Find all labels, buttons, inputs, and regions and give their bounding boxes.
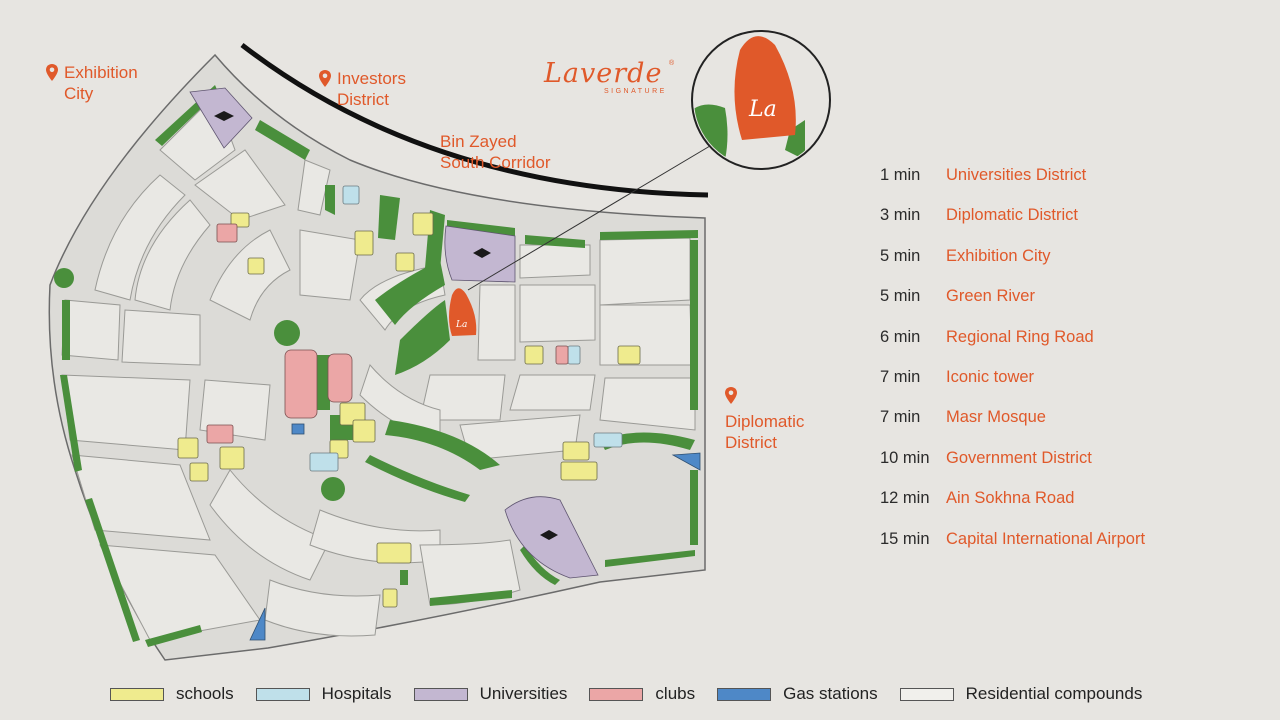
legend-item-schools: schools (110, 684, 234, 704)
place-bin-zayed-corridor: Bin Zayed South Corridor (440, 131, 551, 173)
travel-time-row: 7 min Masr Mosque (880, 408, 1145, 448)
legend-label: Gas stations (783, 684, 878, 703)
place-label-line: Exhibition (64, 63, 138, 82)
place-diplomatic-district: Diplomatic District (725, 387, 805, 453)
travel-destination: Iconic tower (946, 367, 1035, 386)
travel-destination: Diplomatic District (946, 206, 1079, 225)
legend-swatch (899, 687, 954, 701)
zoom-marker-label: La (749, 97, 777, 122)
legend-label: Universities (479, 684, 568, 703)
travel-destination: Capital International Airport (946, 529, 1146, 548)
gas-stations (249, 423, 701, 641)
travel-time: 5 min (880, 287, 921, 306)
place-label-line: Bin Zayed (440, 132, 517, 151)
legend-item-clubs: clubs (589, 684, 695, 704)
legend-swatch (717, 687, 772, 701)
travel-time: 1 min (880, 166, 921, 184)
laverde-logo: Laverde ® SIGNATURE (540, 58, 680, 100)
travel-time: 7 min (880, 367, 921, 386)
place-label-line: District (337, 90, 389, 109)
travel-time-row: 5 min Green River (880, 287, 1145, 327)
legend-item-residential-compounds: Residential compounds (899, 684, 1143, 704)
laverde-plot (449, 288, 477, 336)
travel-time: 3 min (880, 206, 921, 225)
travel-time-row: 6 min Regional Ring Road (880, 328, 1145, 368)
legend-item-hospitals: Hospitals (255, 684, 392, 704)
travel-times-list: 1 min Universities District 3 min Diplomat… (880, 166, 1145, 570)
place-exhibition-city: Exhibition City (46, 62, 138, 104)
corridor-road (240, 43, 709, 198)
travel-time-row: 5 min Exhibition City (880, 247, 1145, 287)
clubs (206, 223, 569, 444)
legend-label: Residential compounds (965, 684, 1143, 703)
legend-swatch (255, 687, 310, 701)
legend-item-universities: Universities (413, 684, 568, 704)
travel-time: 15 min (880, 529, 930, 548)
travel-time: 5 min (880, 246, 921, 265)
legend-label: Hospitals (321, 684, 392, 703)
location-pin-icon (46, 64, 58, 81)
brand-name: Laverde (544, 58, 663, 89)
legend-item-gas-stations: Gas stations (717, 684, 878, 704)
zoom-detail (691, 30, 831, 170)
legend-swatch (110, 687, 164, 701)
place-label-line: District (725, 433, 777, 452)
travel-time: 6 min (880, 327, 921, 346)
place-label-line: Investors (337, 69, 406, 88)
travel-destination: Green River (946, 287, 1035, 306)
brand-subtitle: SIGNATURE (604, 88, 667, 95)
travel-destination: Regional Ring Road (946, 327, 1094, 346)
travel-time-row: 3 min Diplomatic District (880, 206, 1145, 246)
legend-label: clubs (655, 684, 696, 703)
registered-mark: ® (669, 60, 675, 67)
university-icons (214, 111, 558, 540)
place-investors-district: Investors District (319, 68, 406, 110)
legend-swatch (413, 687, 468, 701)
legend-label: schools (176, 684, 234, 703)
travel-destination: Government District (946, 448, 1092, 467)
travel-time-row: 7 min Iconic tower (880, 368, 1145, 408)
travel-time: 10 min (880, 448, 930, 467)
zoom-leader-line (467, 139, 721, 291)
hospitals (309, 185, 623, 472)
map-legend: schools Hospitals Universities clubs Gas… (110, 682, 1164, 706)
travel-destination: Exhibition City (946, 246, 1051, 265)
travel-time-row: 12 min Ain Sokhna Road (880, 489, 1145, 529)
place-label-line: City (64, 84, 94, 103)
travel-time-row: 15 min Capital International Airport (880, 530, 1145, 570)
place-label-line: Diplomatic (725, 412, 805, 431)
travel-time-row: 1 min Universities District (880, 166, 1145, 206)
travel-destination: Ain Sokhna Road (946, 489, 1075, 508)
residential-blocks (61, 94, 696, 641)
place-label-line: South Corridor (440, 153, 551, 172)
travel-time: 12 min (880, 489, 930, 508)
location-pin-icon (319, 70, 331, 87)
travel-destination: Masr Mosque (946, 408, 1046, 427)
travel-time: 7 min (880, 408, 921, 427)
travel-destination: Universities District (946, 166, 1087, 184)
green-areas (54, 85, 698, 647)
location-pin-icon (725, 387, 737, 404)
legend-swatch (589, 687, 644, 701)
travel-time-row: 10 min Government District (880, 449, 1145, 489)
plot-marker-label: La (456, 320, 468, 330)
